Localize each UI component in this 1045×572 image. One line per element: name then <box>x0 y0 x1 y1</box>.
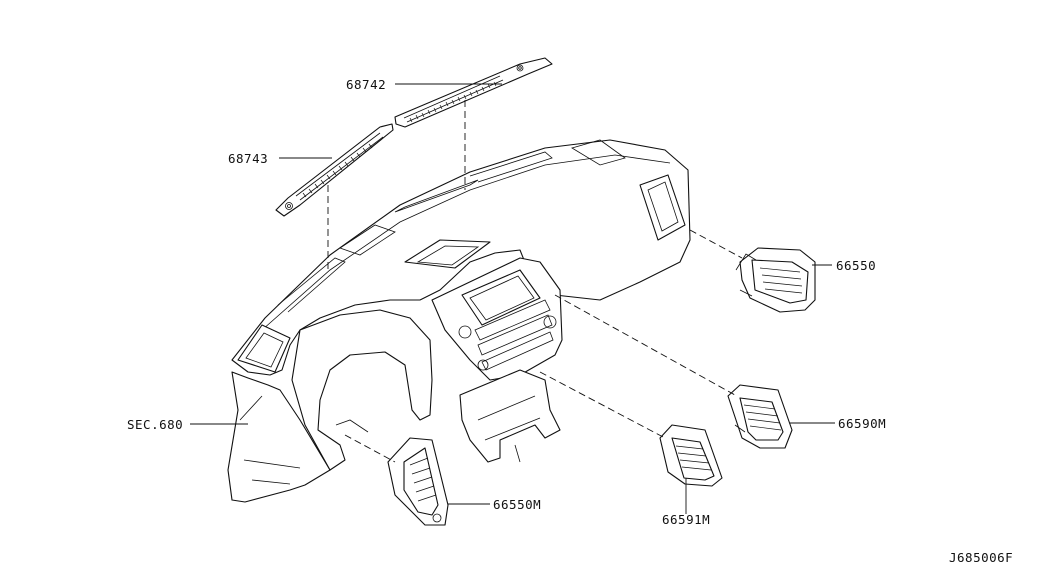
center-vent-66590m <box>727 384 793 449</box>
callout-sec680: SEC.680 <box>127 417 183 432</box>
defroster-grille-68742 <box>394 57 553 128</box>
callout-66550: 66550 <box>836 258 876 273</box>
instrument-panel <box>227 139 691 503</box>
assembly-dashed-lines <box>327 100 743 463</box>
defroster-grille-68743 <box>275 123 394 217</box>
center-vent-66591m <box>659 424 723 487</box>
side-vent-66550m <box>387 437 449 526</box>
callout-66591m: 66591M <box>662 512 710 527</box>
callout-68743: 68743 <box>228 151 268 166</box>
callout-66590m: 66590M <box>838 416 886 431</box>
callout-66550m: 66550M <box>493 497 541 512</box>
leader-lines <box>190 83 835 514</box>
callout-68742: 68742 <box>346 77 386 92</box>
drawing-code: J685006F <box>949 550 1013 565</box>
side-vent-66550 <box>735 247 816 313</box>
